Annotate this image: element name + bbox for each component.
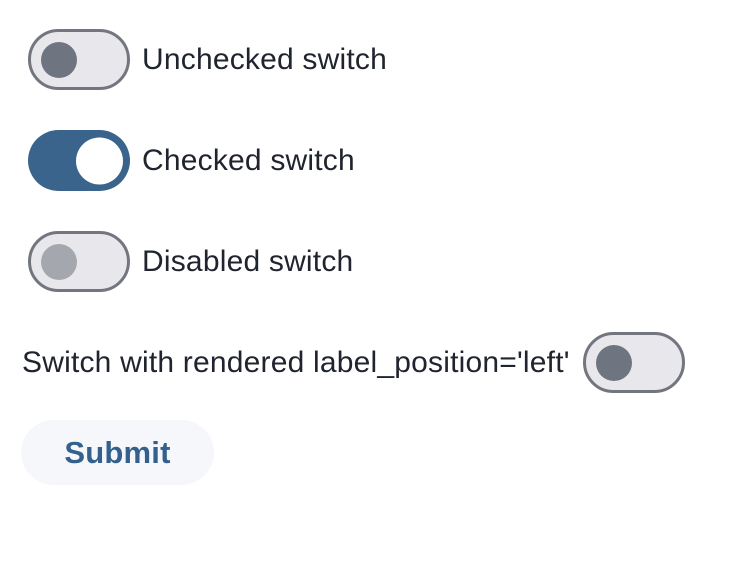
switch-label: Checked switch — [142, 143, 355, 177]
switch-row-checked: Checked switch — [28, 130, 730, 191]
disabled-switch — [28, 231, 130, 292]
switch-row-unchecked: Unchecked switch — [28, 29, 730, 90]
switch-label: Disabled switch — [142, 244, 354, 278]
switch-label: Switch with rendered label_position='lef… — [22, 345, 570, 379]
switch-row-disabled: Disabled switch — [28, 231, 730, 292]
label-left-switch[interactable] — [582, 332, 685, 393]
submit-button[interactable]: Submit — [21, 420, 214, 485]
switch-thumb — [595, 344, 632, 381]
unchecked-switch[interactable] — [28, 29, 130, 90]
switch-thumb — [41, 243, 77, 280]
switch-thumb — [76, 137, 123, 184]
checked-switch[interactable] — [28, 130, 130, 191]
switch-label: Unchecked switch — [142, 42, 387, 76]
switch-thumb — [41, 41, 77, 78]
switch-row-label-left: Switch with rendered label_position='lef… — [22, 332, 730, 393]
